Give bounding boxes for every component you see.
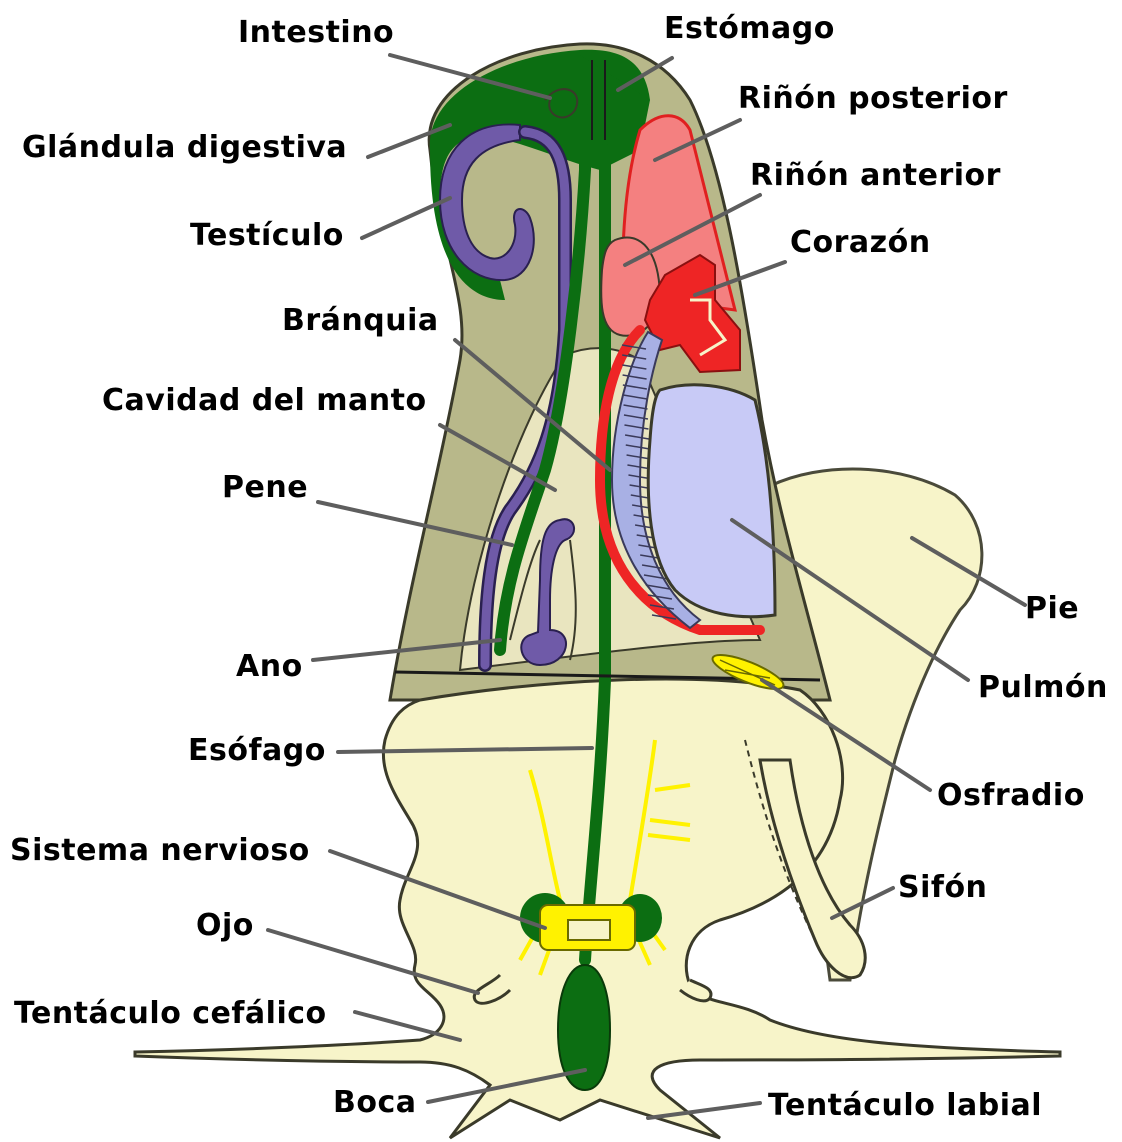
label-rinon-anterior: Riñón anterior (750, 158, 1001, 193)
label-pene: Pene (222, 470, 308, 505)
label-ano: Ano (236, 649, 303, 684)
label-pulmon: Pulmón (978, 670, 1108, 705)
label-pie: Pie (1025, 591, 1079, 626)
label-tentaculo-labial: Tentáculo labial (768, 1088, 1042, 1123)
label-osfradio: Osfradio (937, 778, 1085, 813)
label-tentaculo-cefalico: Tentáculo cefálico (14, 996, 327, 1031)
label-sifon: Sifón (898, 870, 987, 905)
label-estomago: Estómago (664, 11, 835, 46)
label-corazon: Corazón (790, 225, 931, 260)
label-testiculo: Testículo (190, 218, 344, 253)
label-boca: Boca (333, 1085, 417, 1120)
label-glandula-digestiva: Glándula digestiva (22, 130, 347, 165)
label-cavidad-manto: Cavidad del manto (102, 383, 427, 418)
label-esofago: Esófago (188, 733, 326, 768)
label-sistema-nervioso: Sistema nervioso (10, 833, 310, 868)
label-branquia: Bránquia (282, 303, 439, 338)
label-ojo: Ojo (196, 908, 254, 943)
label-rinon-posterior: Riñón posterior (738, 81, 1008, 116)
label-intestino: Intestino (238, 15, 394, 50)
ganglia-inner (568, 920, 610, 940)
